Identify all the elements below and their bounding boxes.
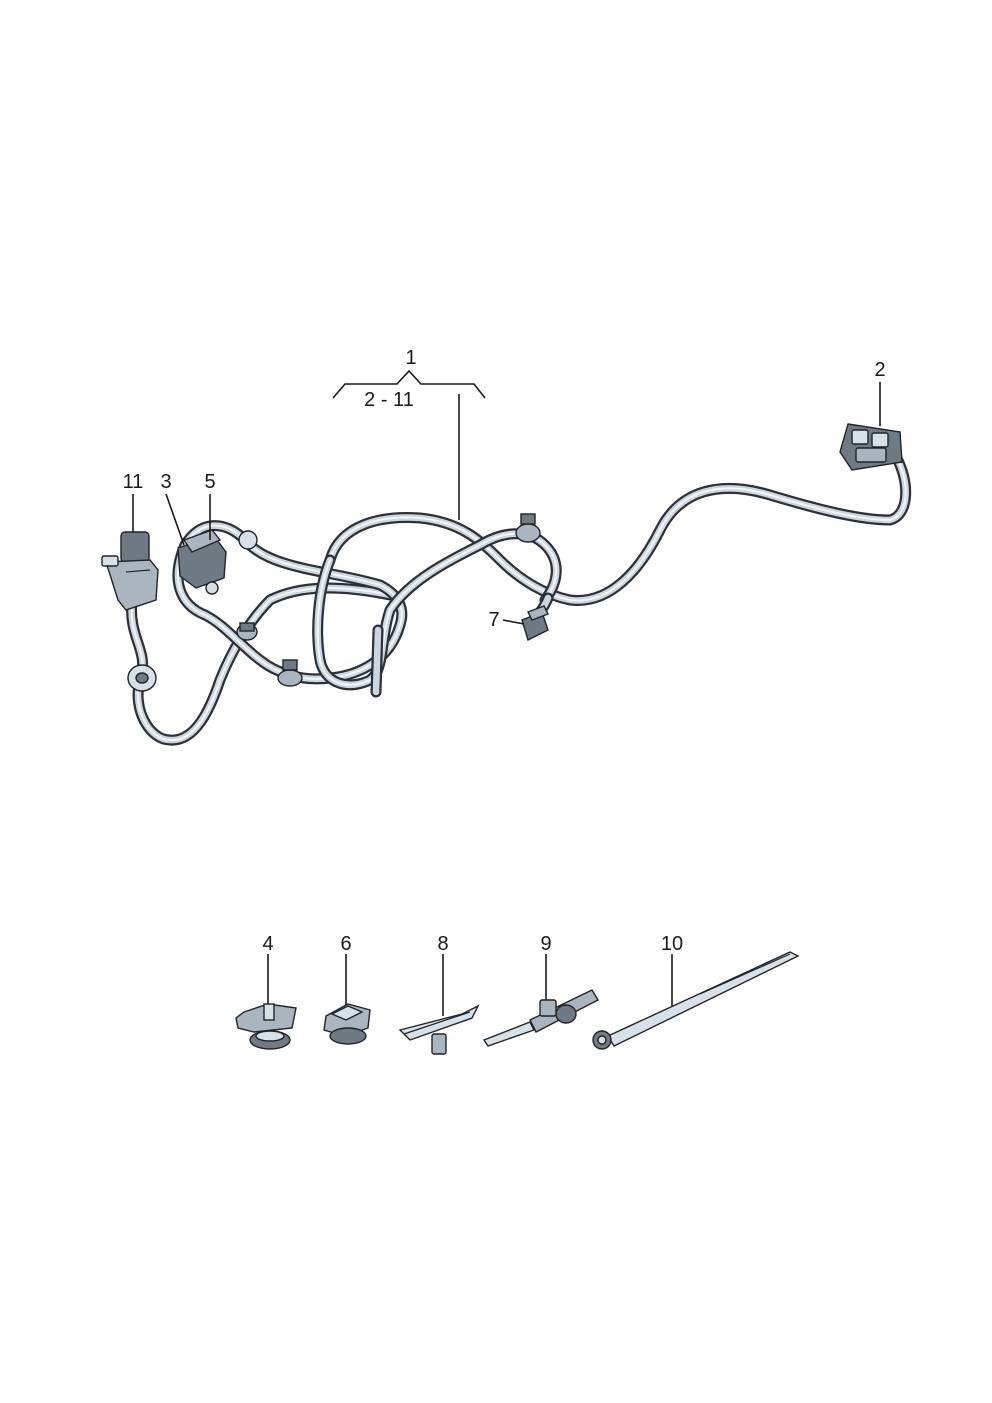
- part-9-cable-tie[interactable]: [482, 954, 599, 1047]
- part-4-clip[interactable]: [235, 954, 297, 1050]
- callout-group-5: 5: [204, 471, 216, 540]
- callout-group-2: 2: [874, 359, 886, 426]
- leader-line-7: [502, 619, 525, 625]
- callout-7[interactable]: 7: [488, 609, 499, 631]
- part-10-cable-tie[interactable]: [592, 951, 800, 1050]
- leader-line-3: [165, 493, 185, 546]
- callout-1[interactable]: 1: [405, 347, 416, 369]
- callout-6[interactable]: 6: [340, 933, 351, 955]
- part-6-holder[interactable]: [323, 954, 371, 1045]
- connector-2[interactable]: [839, 423, 903, 471]
- harness-clip-c: [515, 513, 541, 543]
- callout-group-3: 3: [160, 471, 185, 546]
- callout-5[interactable]: 5: [204, 471, 215, 493]
- callout-10[interactable]: 10: [661, 933, 683, 955]
- callout-group-7: 7: [488, 609, 525, 631]
- grommet: [127, 664, 157, 692]
- callout-11[interactable]: 11: [123, 471, 144, 493]
- harness-clip-b: [277, 659, 303, 687]
- callout-3[interactable]: 3: [160, 471, 171, 493]
- callout-9[interactable]: 9: [540, 933, 551, 955]
- connector-3-5[interactable]: [177, 529, 258, 595]
- callout-4[interactable]: 4: [262, 933, 273, 955]
- harness-cables: [126, 449, 912, 746]
- callout-range-2-11[interactable]: 2 - 11: [364, 389, 414, 411]
- callout-group-1: 1 2 - 11: [332, 347, 486, 520]
- callout-2[interactable]: 2: [874, 359, 885, 381]
- connector-11[interactable]: [101, 531, 159, 611]
- range-bracket: [332, 369, 486, 399]
- callout-group-11: 11: [123, 471, 144, 532]
- part-8-holder[interactable]: [398, 954, 480, 1055]
- connector-7[interactable]: [521, 605, 549, 641]
- harness-clip-a: [236, 622, 258, 641]
- callout-8[interactable]: 8: [437, 933, 448, 955]
